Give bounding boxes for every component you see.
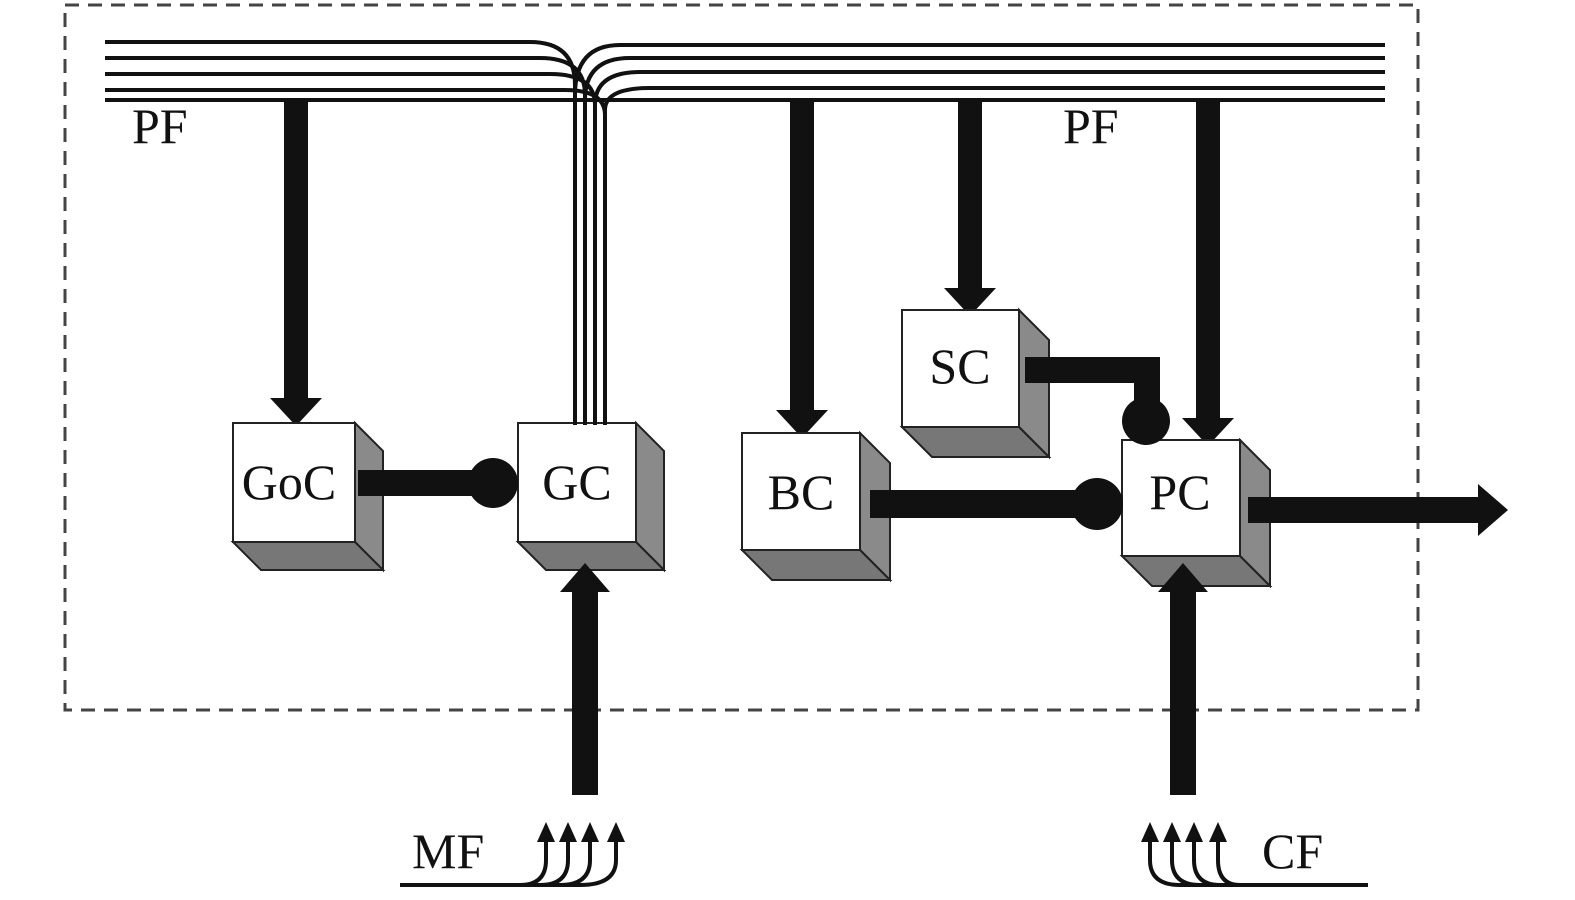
circuit-boundary <box>63 3 1420 712</box>
goc-box <box>230 420 386 573</box>
bc-label: BC <box>768 464 835 520</box>
bc-to-pc-inhibitory <box>870 478 1123 530</box>
goc-to-gc-inhibitory <box>358 458 518 508</box>
pf-to-sc-arrow <box>944 100 996 316</box>
pf-label-left: PF <box>132 98 188 154</box>
pc-output-arrow <box>1248 484 1508 536</box>
cf-to-pc-arrow <box>1158 563 1208 795</box>
mossy-fibers <box>400 822 625 887</box>
gc-label: GC <box>542 454 611 510</box>
goc-label: GoC <box>242 454 336 510</box>
mf-to-gc-arrow <box>560 563 610 795</box>
pf-to-bc-arrow <box>776 100 828 438</box>
sc-box <box>899 307 1052 460</box>
pf-label-right: PF <box>1063 98 1119 154</box>
parallel-fibers <box>105 40 1385 425</box>
gc-axon-lines <box>573 120 607 425</box>
sc-to-pc-inhibitory <box>1025 357 1170 445</box>
climbing-fibers <box>1141 822 1368 887</box>
gc-box <box>515 420 667 573</box>
pc-label: PC <box>1149 464 1210 520</box>
mf-label: MF <box>412 823 484 879</box>
bc-box <box>739 430 893 583</box>
pc-box <box>1119 437 1273 589</box>
cf-label: CF <box>1262 823 1323 879</box>
pf-to-goc-arrow <box>270 100 322 426</box>
pf-to-pc-arrow <box>1182 100 1234 446</box>
sc-label: SC <box>929 338 990 394</box>
